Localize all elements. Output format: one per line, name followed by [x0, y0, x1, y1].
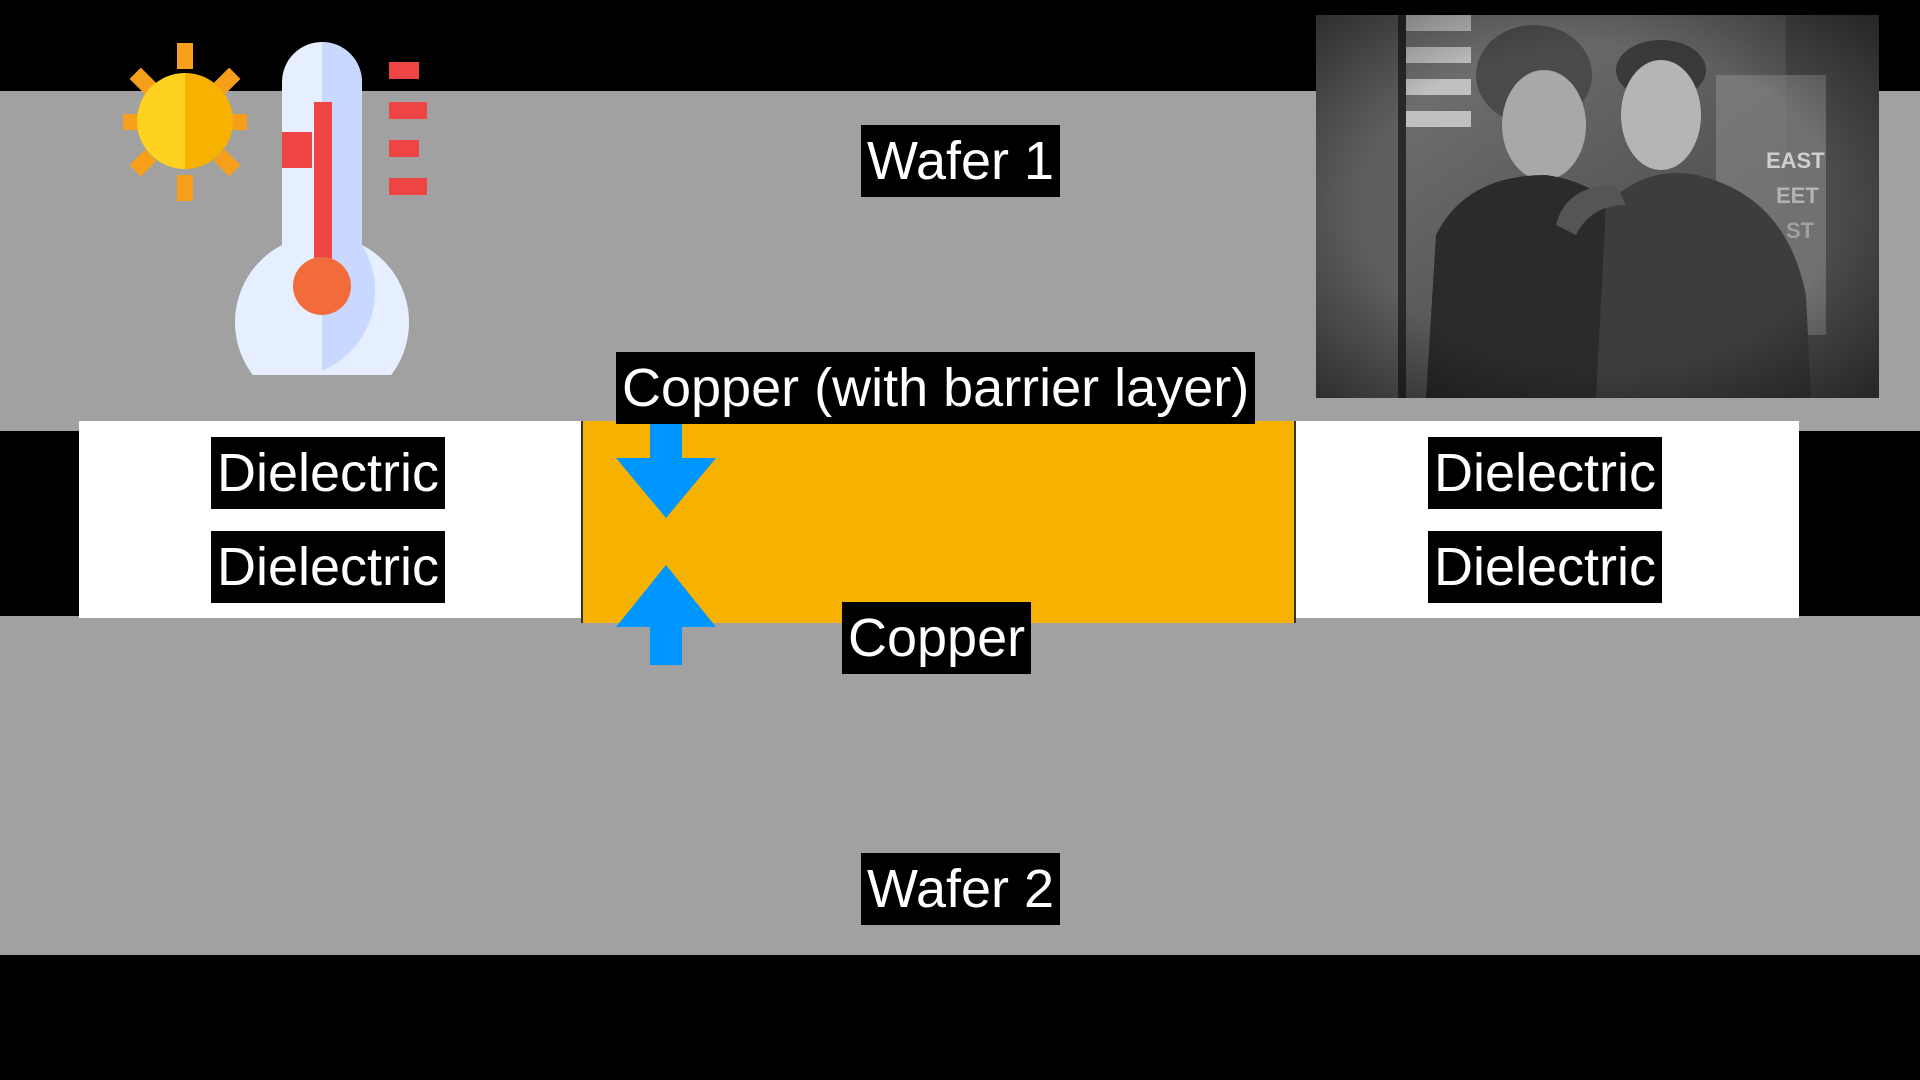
dielectric-left-top-label: Dielectric — [211, 437, 446, 509]
thermometer-icon — [123, 42, 427, 375]
copper-label: Copper — [842, 602, 1032, 674]
up-arrow-icon — [616, 565, 716, 665]
down-arrow-icon — [616, 418, 716, 518]
sun-icon — [123, 43, 247, 201]
wafer-2-label: Wafer 2 — [861, 853, 1061, 925]
dielectric-left-bottom-label: Dielectric — [211, 531, 446, 603]
copper-barrier-label: Copper (with barrier layer) — [616, 352, 1256, 424]
wafer-1-label: Wafer 1 — [861, 125, 1061, 197]
dielectric-right-top-label: Dielectric — [1428, 437, 1663, 509]
historical-photo: EAST EET ST — [1316, 15, 1879, 398]
dielectric-right-bottom-label: Dielectric — [1428, 531, 1663, 603]
